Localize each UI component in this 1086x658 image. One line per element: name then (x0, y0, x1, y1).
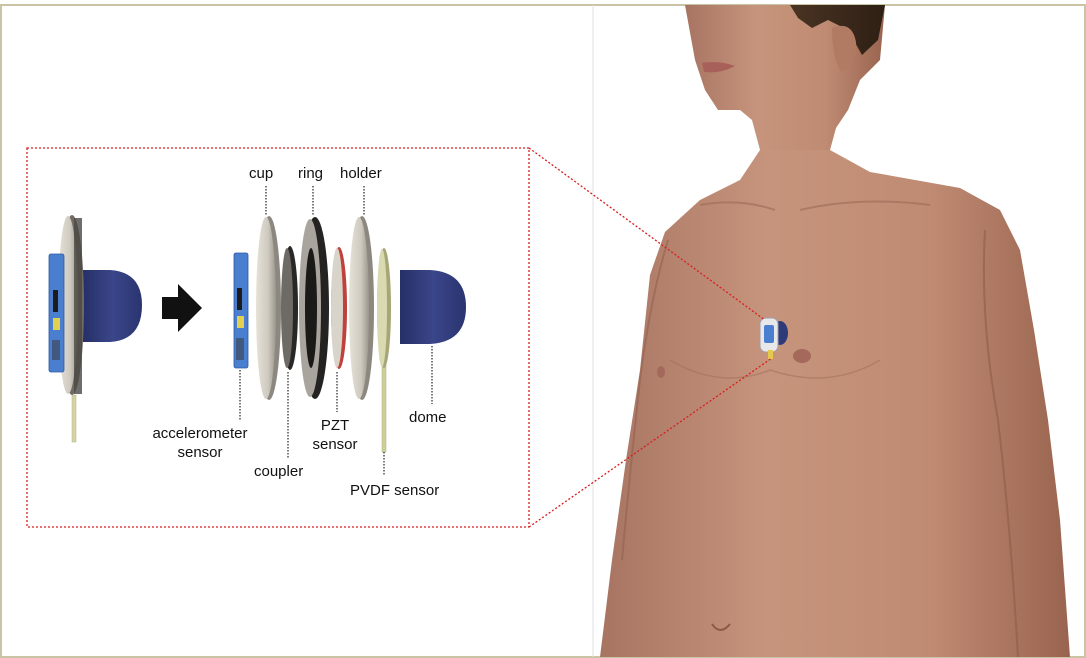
label-dome: dome (409, 408, 447, 427)
label-ring: ring (298, 164, 323, 183)
label-holder: holder (340, 164, 382, 183)
label-coupler: coupler (254, 462, 303, 481)
label-pzt-line2: sensor (305, 435, 365, 454)
label-cup: cup (249, 164, 273, 183)
assembly-arrow (162, 284, 202, 332)
label-pzt-line1: PZT (305, 416, 365, 435)
human-torso (600, 5, 1070, 657)
part-pvdf-sensor (377, 248, 391, 452)
part-pzt-sensor (331, 247, 347, 369)
part-holder (349, 216, 374, 400)
part-cup (256, 216, 281, 400)
part-ring (299, 217, 329, 399)
label-pvdf: PVDF sensor (350, 481, 439, 500)
label-accelerometer-line1: accelerometer (142, 424, 258, 443)
label-accelerometer-line2: sensor (142, 443, 258, 462)
part-dome (400, 270, 466, 344)
part-coupler (281, 246, 298, 370)
label-accelerometer: accelerometer sensor (142, 424, 258, 462)
assembled-device (49, 215, 142, 442)
label-pzt: PZT sensor (305, 416, 365, 454)
part-accelerometer-board (234, 253, 248, 368)
